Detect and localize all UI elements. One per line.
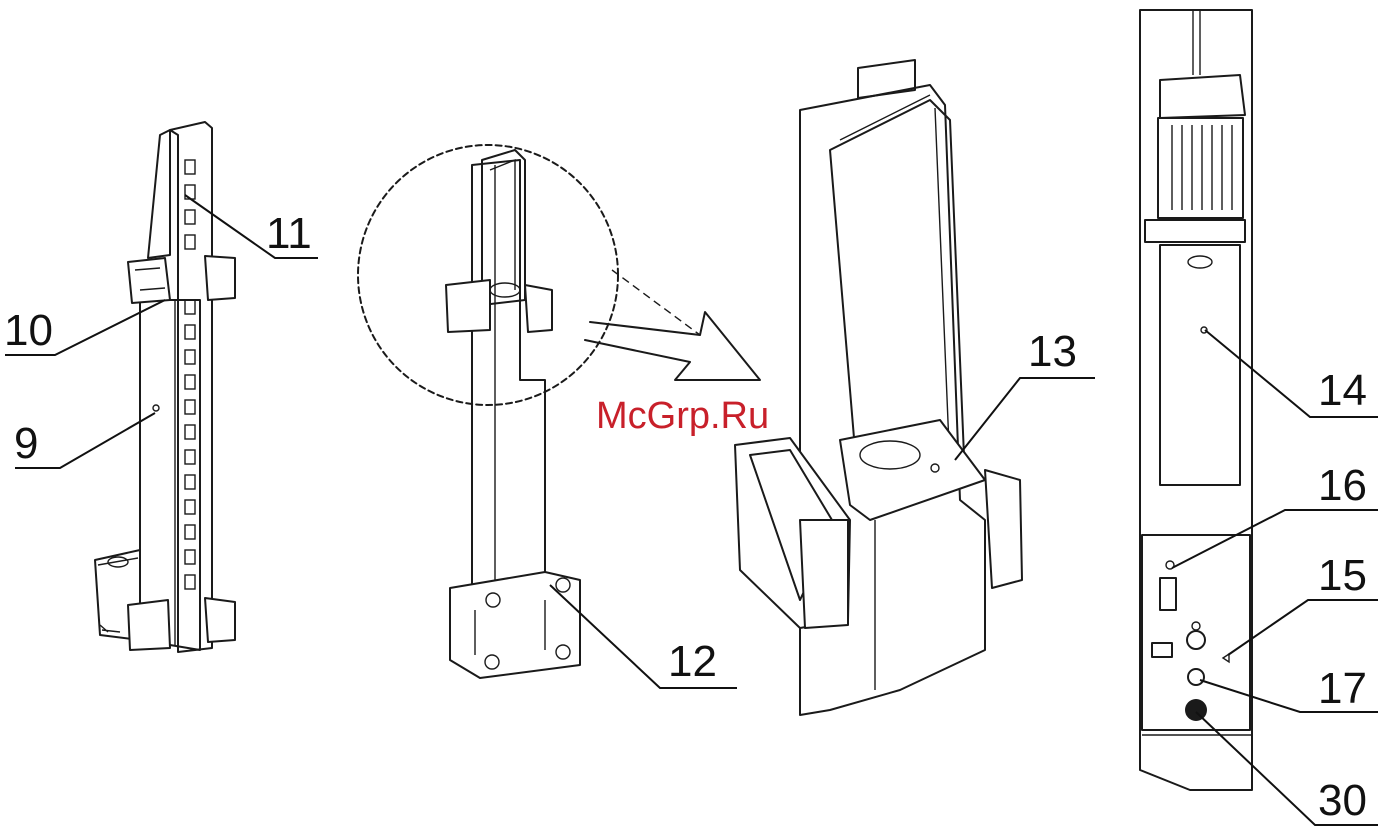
callout-14: 14 <box>1318 366 1367 415</box>
callout-12: 12 <box>668 637 717 686</box>
control-post-assembly <box>1140 10 1252 790</box>
callout-9: 9 <box>14 419 38 468</box>
lock-button <box>1188 669 1204 685</box>
up-button <box>1187 631 1205 649</box>
callout-16: 16 <box>1318 461 1367 510</box>
detail-circle <box>358 145 618 405</box>
power-switch <box>1160 578 1176 610</box>
watermark-text: McGrp.Ru <box>596 395 769 437</box>
callout-13: 13 <box>1028 327 1077 376</box>
down-button <box>1185 699 1207 721</box>
callout-30: 30 <box>1318 776 1367 825</box>
carriage-assembly <box>735 60 1022 715</box>
callout-17: 17 <box>1318 664 1367 713</box>
motor-body <box>1158 118 1243 218</box>
detail-arrow <box>585 270 760 380</box>
callout-15: 15 <box>1318 551 1367 600</box>
callout-labels: 9 10 11 12 13 14 15 16 17 30 <box>4 209 1367 825</box>
callout-10: 10 <box>4 306 53 355</box>
rack-holes <box>185 160 195 589</box>
callout-11: 11 <box>266 209 312 258</box>
motor-top <box>1160 75 1245 118</box>
middle-column-assembly <box>358 145 618 678</box>
oil-tank <box>1160 245 1240 485</box>
left-column-assembly <box>95 122 235 652</box>
